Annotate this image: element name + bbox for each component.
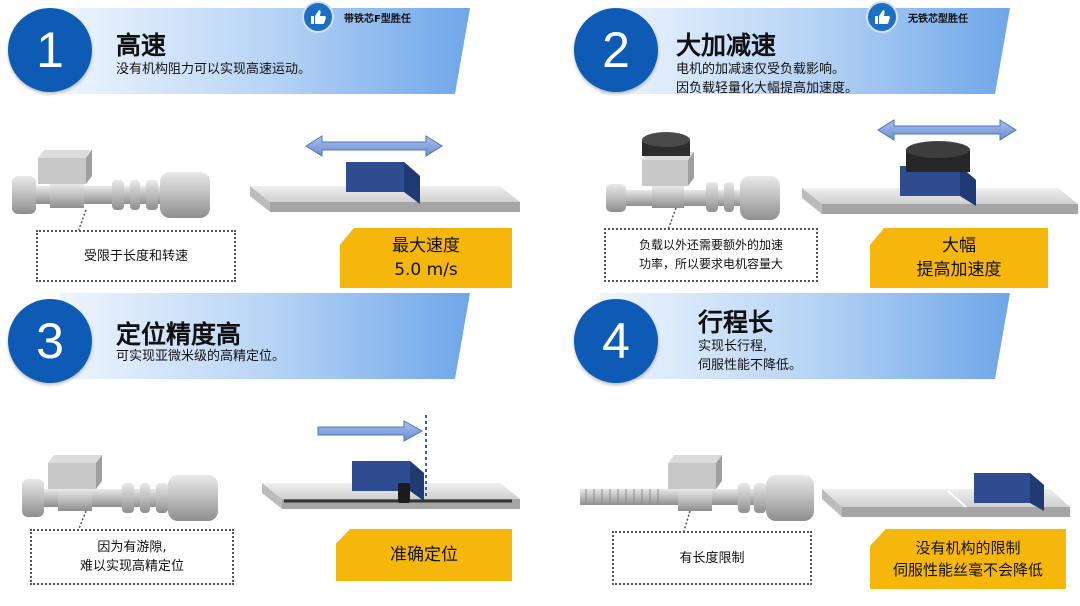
panel-title: 大加减速 [676,31,777,60]
panel-title: 定位精度高 [116,320,242,349]
limitation-note: 负载以外还需要额外的加速 功率，所以要求电机容量大 [604,228,818,282]
panel-number: 3 [8,299,92,383]
motor-screw-icon [22,415,520,532]
banner [60,293,470,379]
advantage-callout: 最大速度 5.0 m/s [340,228,512,288]
motor-screw-icon [606,119,1078,231]
double-arrow-icon [305,135,443,157]
double-arrow-icon [877,119,1017,141]
motor-screw-icon [580,455,1070,532]
limitation-note: 因为有游隙, 难以实现高精定位 [30,529,234,585]
advantage-callout: 大幅 提高加速度 [870,228,1048,288]
thumbs-up-icon [302,1,334,33]
thumbs-up-icon [866,1,898,33]
panel-description: 电机的加减速仅受负载影响。 因负载轻量化大幅提高加速度。 [676,62,859,96]
panel-description: 实现长行程, 伺服性能不降低。 [698,339,803,373]
right-arrow-icon [317,420,424,442]
banner [600,8,1010,94]
panel-high-precision: 3 定位精度高 可实现亚微米级的高精定位。 因为有游隙, [0,293,540,606]
banner [600,293,1010,379]
advantage-badge: 无铁芯型胜任 [866,1,968,33]
panel-title: 行程长 [698,308,774,337]
panel-description: 可实现亚微米级的高精定位。 [116,349,286,364]
banner [60,8,470,94]
panel-number: 2 [574,8,658,92]
panel-number: 4 [574,299,658,383]
panel-high-speed: 1 高速 没有机构阻力可以实现高速运动。 带铁芯F型胜任 [0,0,540,303]
panel-long-stroke: 4 行程长 实现长行程, 伺服性能不降低。 有长度限制 [540,293,1080,606]
advantage-badge: 带铁芯F型胜任 [302,1,411,33]
limitation-note: 有长度限制 [612,531,812,585]
panel-title: 高速 [116,31,167,60]
panel-large-acceleration: 2 大加减速 电机的加减速仅受负载影响。 因负载轻量化大幅提高加速度。 无铁芯型… [540,0,1080,303]
advantage-callout: 没有机构的限制 伺服性能丝毫不会降低 [870,529,1066,589]
advantage-callout: 准确定位 [336,529,512,581]
panel-number: 1 [8,8,92,92]
motor-screw-icon [12,135,520,233]
panel-description: 没有机构阻力可以实现高速运动。 [116,62,312,77]
limitation-note: 受限于长度和转速 [36,230,236,282]
